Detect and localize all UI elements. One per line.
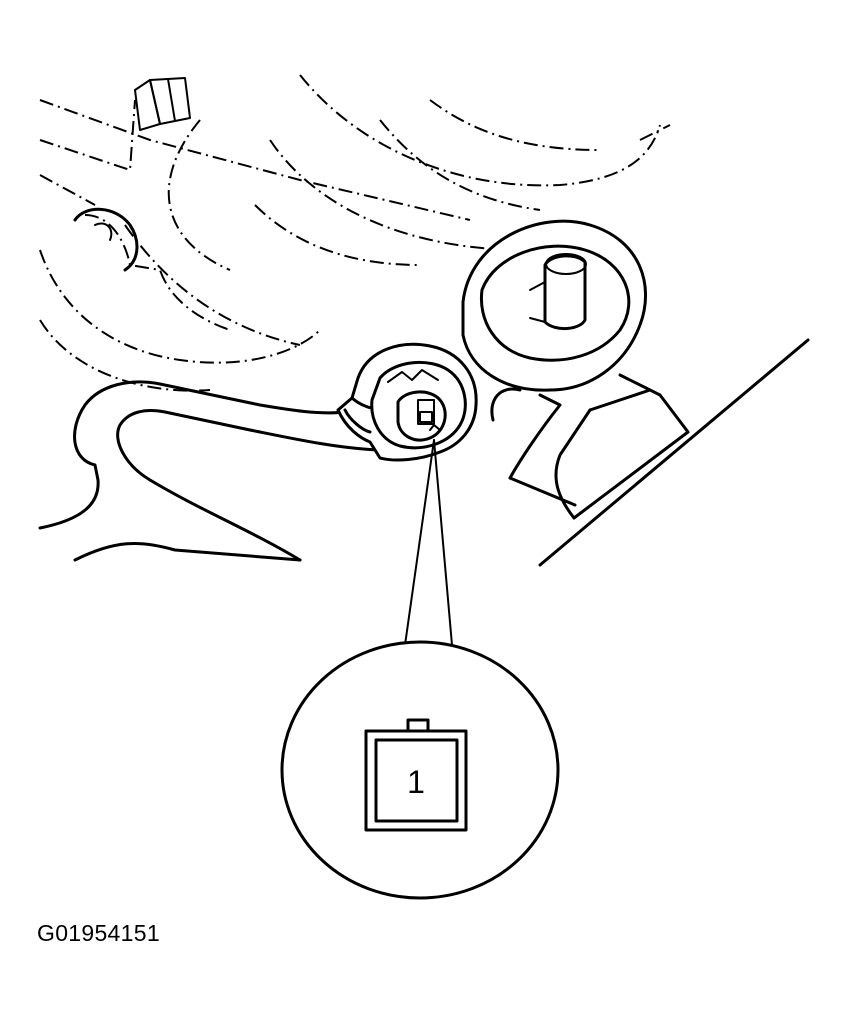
round-component (461, 219, 810, 567)
connector-detail-callout: 1 (280, 640, 560, 900)
connector-pin-label: 1 (407, 764, 425, 800)
bolt-head (134, 77, 191, 131)
figure-id-label: G01954151 (37, 920, 160, 946)
leader-line (404, 439, 453, 646)
sensor-body (336, 342, 478, 462)
engine-housing-outline (39, 74, 671, 392)
housing-boss (73, 207, 139, 272)
wire-harness (38, 380, 380, 562)
